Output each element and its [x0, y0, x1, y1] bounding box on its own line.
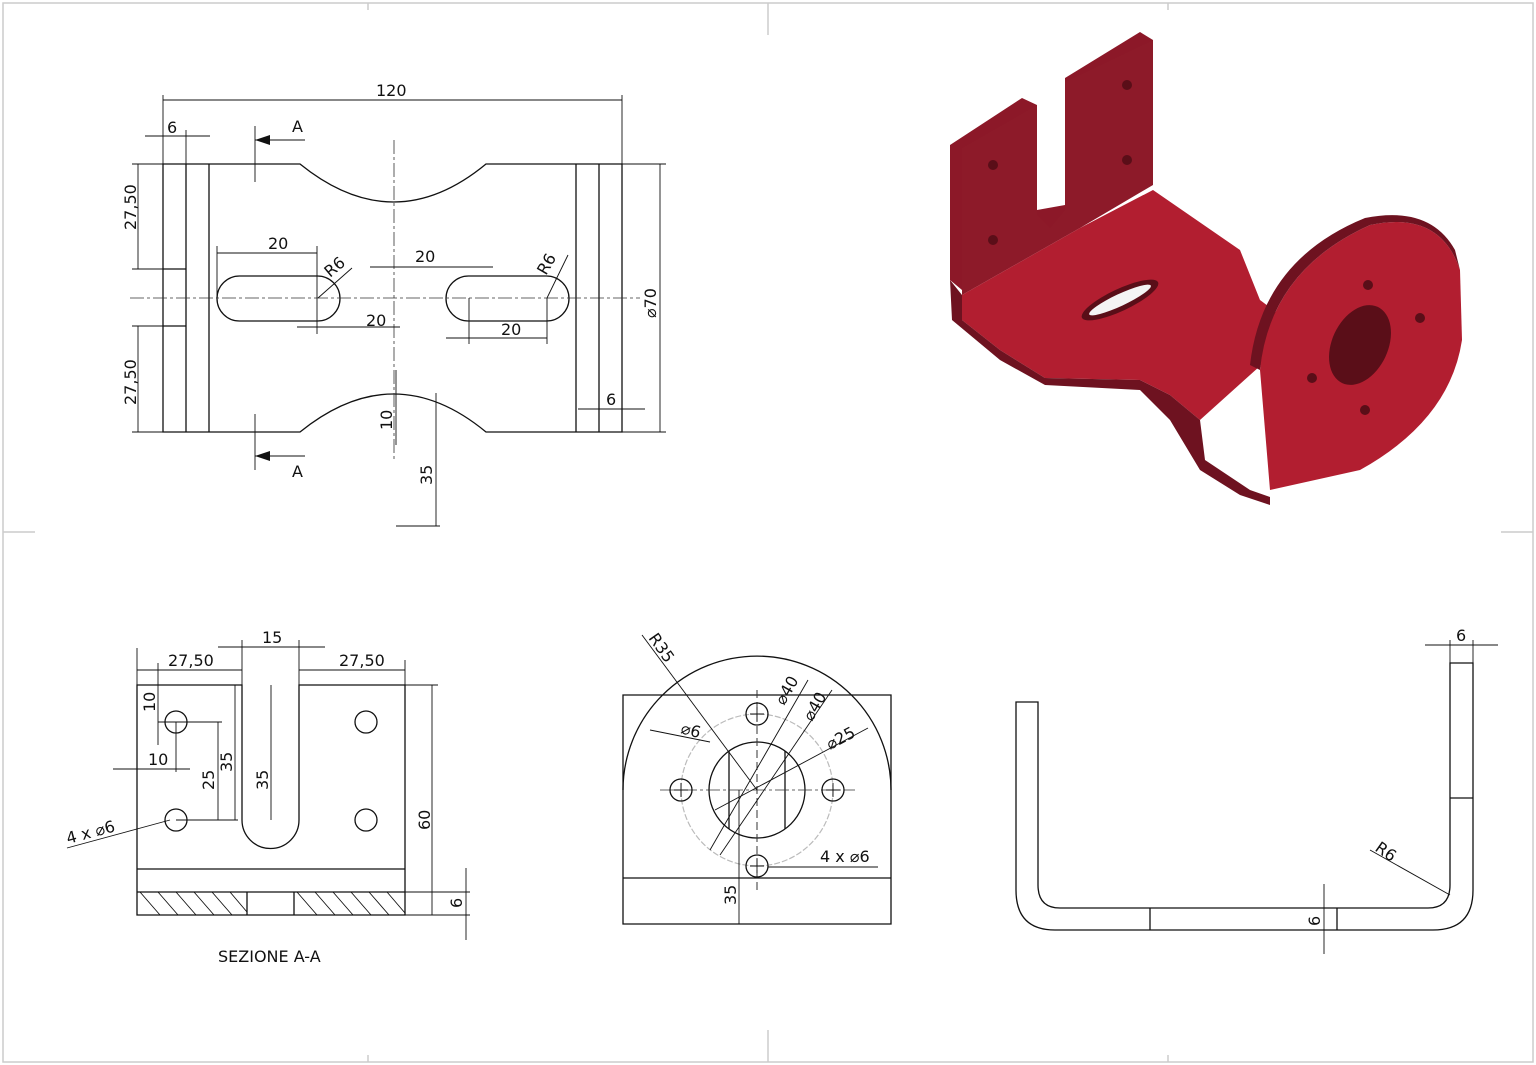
dim-slot-to-hole: 35	[217, 752, 236, 772]
dim-bend-radius: R6	[1372, 838, 1400, 866]
dim-overall-width: 120	[376, 81, 407, 100]
dim-cutout-depth: 10	[377, 410, 396, 430]
dim-diameter-70: ⌀70	[641, 288, 660, 318]
isometric-3d-part	[950, 32, 1462, 505]
front-view: R35 ⌀40 ⌀40 ⌀25 ⌀6 4 x ⌀6 35	[622, 629, 892, 925]
section-title: SEZIONE A-A	[218, 947, 321, 966]
dim-thickness: 6	[447, 898, 466, 908]
dim-bolt-circle-1: ⌀40	[771, 673, 802, 708]
dim-slot-left-length: 20	[268, 234, 288, 253]
hatching	[139, 891, 406, 916]
dim-slot-right-length: 20	[501, 320, 521, 339]
callout-holes: 4 x ⌀6	[64, 817, 117, 848]
top-view: 120 6 A A 27,50 27,50 ⌀70 6 20 20 20 20 …	[121, 81, 666, 527]
dim-radius-35: R35	[645, 629, 679, 666]
dim-side-thickness-bottom: 6	[1305, 916, 1324, 926]
dim-side-thickness-top: 6	[1456, 626, 1466, 645]
section-label-bottom: A	[292, 462, 303, 481]
dim-slot-right-radius: R6	[533, 250, 560, 278]
dim-hole-side-offset: 10	[148, 750, 168, 769]
dim-flange-left: 6	[167, 118, 177, 137]
dim-right-width: 27,50	[339, 651, 385, 670]
slot-right	[445, 275, 570, 322]
side-view: 6 R6 6	[1015, 626, 1498, 954]
dim-slot-width: 15	[262, 628, 282, 647]
dim-cutout-center: 35	[417, 465, 436, 485]
callout-front-holes: 4 x ⌀6	[820, 847, 870, 866]
dim-left-width: 27,50	[168, 651, 214, 670]
dim-hole-top-offset: 10	[140, 692, 159, 712]
dim-slot-offset-bottom: 20	[366, 311, 386, 330]
dim-small-hole: ⌀6	[679, 719, 703, 742]
section-view: 15 27,50 27,50 10 10 25 35 35 60 6 4 x ⌀…	[64, 628, 470, 966]
dim-hole-spacing: 25	[199, 770, 218, 790]
dim-half-height-top: 27,50	[121, 184, 140, 230]
dim-flange-right: 6	[606, 390, 616, 409]
section-label-top: A	[292, 117, 303, 136]
dim-bolt-circle-2: ⌀40	[799, 689, 830, 724]
dim-slot-depth: 35	[253, 770, 272, 790]
dim-slot-offset-top: 20	[415, 247, 435, 266]
dim-center-height: 35	[721, 885, 740, 905]
dim-half-height-bottom: 27,50	[121, 359, 140, 405]
dim-height: 60	[415, 810, 434, 830]
slot-left	[216, 275, 341, 322]
